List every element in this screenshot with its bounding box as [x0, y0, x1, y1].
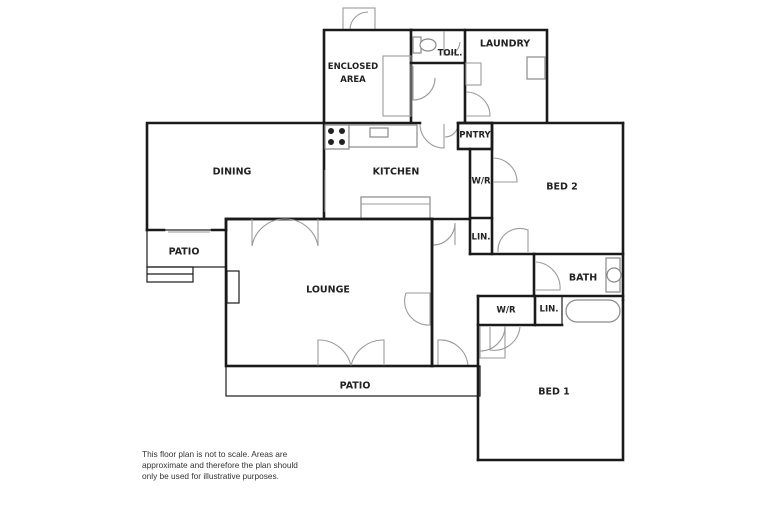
- room-label-linen-1: LIN.: [471, 232, 491, 243]
- toilet-laundry-walls: [409, 28, 549, 124]
- room-label-bed2: BED 2: [546, 181, 578, 193]
- room-label-wr-bed2: W/R: [471, 176, 491, 187]
- bed2-walls: [532, 121, 625, 302]
- room-label-lounge: LOUNGE: [306, 284, 350, 296]
- enclosed-area-walls: [322, 7, 413, 124]
- toilet-icon: [419, 38, 437, 52]
- basin-icon: [606, 267, 622, 283]
- room-label-kitchen: KITCHEN: [372, 166, 420, 178]
- room-label-dining: DINING: [212, 166, 252, 178]
- room-label-wr-bed1: W/R: [496, 305, 516, 316]
- central-closets-walls: [432, 121, 536, 256]
- room-label-patio-south: PATIO: [339, 380, 371, 392]
- room-label-pantry: PNTRY: [459, 130, 491, 141]
- room-label-enclosed-area: ENCLOSED AREA: [327, 62, 379, 85]
- room-label-linen-2: LIN.: [539, 304, 559, 315]
- room-label-toilet: TOIL.: [437, 48, 463, 59]
- disclaimer-note: This floor plan is not to scale. Areas a…: [142, 449, 298, 481]
- room-label-bed1: BED 1: [538, 386, 570, 398]
- cooktop-icon: [328, 128, 345, 145]
- room-label-patio-west: PATIO: [168, 246, 200, 258]
- room-label-bath: BATH: [568, 272, 598, 284]
- bath-walls: [476, 257, 625, 462]
- sink-icon: [369, 127, 389, 138]
- kitchen-walls: [224, 121, 625, 221]
- bathtub-icon: [565, 299, 621, 323]
- laundry-tub-icon: [526, 56, 546, 80]
- patio-south-outline: [225, 365, 481, 397]
- bed1-walls: [430, 217, 625, 462]
- room-label-laundry: LAUNDRY: [479, 38, 531, 50]
- heater-icon: [226, 270, 240, 304]
